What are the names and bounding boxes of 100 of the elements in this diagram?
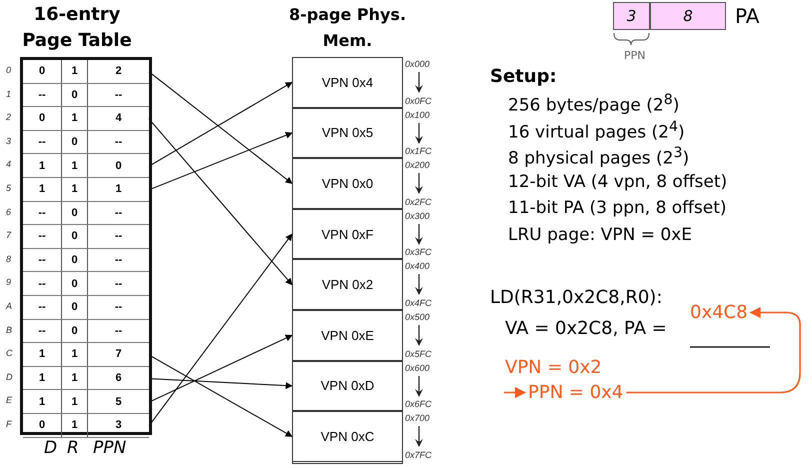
table-cell-text: 0 [114, 158, 123, 174]
arrow [626, 306, 801, 394]
column-label: R [67, 438, 79, 458]
row-index: A [6, 301, 12, 311]
table-row [23, 414, 149, 438]
table-row [23, 320, 149, 344]
table-cell: 0 [23, 414, 62, 437]
note-text: PPN = 0x4 [528, 382, 624, 403]
table-cell: -- [23, 202, 62, 224]
table-cell: -- [23, 248, 62, 272]
row-index: C [6, 348, 12, 358]
table-row [23, 390, 149, 414]
table-cell: 1 [23, 366, 62, 390]
row-index: F [6, 419, 12, 429]
address-text: VA = 0x2C8, PA = [505, 318, 667, 339]
instruction-text: LD(R31,0x2C8,R0): [490, 287, 662, 308]
table-cell-text: -- [114, 253, 124, 268]
row-index: 0 [6, 65, 12, 75]
address-label: 0x1FC [405, 146, 432, 156]
table-cell: 1 [62, 343, 88, 366]
table-cell-text: -- [114, 206, 124, 221]
row-index: 6 [6, 206, 12, 217]
table-cell: 0 [23, 60, 62, 83]
setup-item: 256 bytes/page (2$^{8}$) [508, 92, 680, 116]
field-label: PPN [624, 49, 646, 62]
table-heading: 8-page Phys. Mem. [288, 4, 408, 52]
table-cell-text: -- [114, 300, 124, 316]
table-cell: 1 [23, 343, 62, 366]
note-text: VPN = 0x2 [505, 357, 602, 378]
address-label: 0x3FC [405, 247, 432, 258]
address-label: 0x5FC [405, 348, 432, 359]
table-cell: 0 [62, 202, 88, 224]
table-cell-text: 6 [114, 371, 123, 386]
table-cell: -- [23, 84, 62, 106]
memory-page: VPN 0xE [292, 310, 403, 361]
setup-item: 8 physical pages (2$^{3}$) [508, 145, 690, 169]
table-row [23, 178, 149, 202]
table-cell: 1 [23, 390, 62, 413]
arrow [148, 118, 292, 286]
table-cell: 1 [23, 178, 62, 201]
table-cell: 1 [62, 390, 88, 413]
address-label: 0x7FC [405, 450, 432, 460]
row-index: 4 [6, 159, 12, 170]
bit-field: 3 [613, 2, 650, 30]
table-cell: 0 [62, 296, 88, 319]
table-cell-text: 1 [114, 182, 123, 198]
table-row [23, 107, 149, 131]
table-cell: -- [23, 130, 62, 154]
row-index: 5 [6, 183, 12, 193]
table-cell: 0 [23, 107, 62, 130]
memory-page: VPN 0x2 [292, 259, 403, 310]
row-index: B [6, 324, 12, 335]
address-label: 0x200 [405, 160, 430, 170]
table-row [23, 272, 149, 296]
answer-text: 0x4C8 [690, 302, 748, 323]
table-row [23, 225, 149, 249]
memory-page: VPN 0xC [292, 411, 403, 462]
table-row [23, 296, 149, 320]
address-label: 0x000 [405, 59, 430, 69]
row-index: D [6, 372, 12, 382]
table-cell: 1 [23, 154, 62, 177]
bit-field: 8 [650, 2, 726, 30]
table-cell: 1 [62, 60, 88, 83]
memory-page: VPN 0x0 [292, 158, 403, 209]
address-label: 0x400 [405, 261, 430, 272]
table-cell-text: 2 [114, 64, 123, 80]
table-cell-text: 4 [114, 111, 123, 126]
address-label: 0x100 [405, 110, 430, 120]
table-row [23, 343, 149, 367]
table-row [23, 130, 149, 154]
column-label: PPN [93, 438, 126, 458]
table-row [23, 202, 149, 226]
setup-item: LRU page: VPN = 0xE [508, 224, 692, 244]
arrow [148, 82, 293, 167]
column-label: D [44, 438, 58, 458]
table-cell-text: -- [114, 229, 124, 244]
table-row [23, 154, 149, 178]
table-cell-text: -- [114, 88, 124, 103]
setup-heading: Setup: [490, 66, 557, 87]
table-cell-text: -- [114, 135, 124, 150]
table-cell: 1 [62, 366, 88, 390]
memory-page: VPN 0xD [292, 360, 403, 412]
table-cell: 1 [62, 414, 88, 437]
table-cell: 1 [62, 154, 88, 177]
address-label: 0x500 [405, 312, 430, 322]
memory-page: VPN 0xF [292, 208, 403, 260]
address-label: 0x0FC [405, 96, 432, 106]
setup-item: 16 virtual pages (2$^{4}$) [508, 118, 685, 142]
table-cell: -- [23, 225, 62, 248]
table-cell: -- [23, 296, 62, 319]
table-cell: 0 [62, 225, 88, 248]
setup-item: 11-bit PA (3 ppn, 8 offset) [508, 198, 727, 218]
table-cell: -- [23, 320, 62, 342]
table-cell-text: -- [114, 324, 124, 339]
arrow [504, 386, 526, 398]
row-index: 2 [6, 112, 12, 122]
table-cell: 0 [62, 272, 88, 295]
table-cell: 0 [62, 84, 88, 106]
field-label: PA [735, 4, 760, 28]
address-label: 0x600 [405, 362, 430, 373]
